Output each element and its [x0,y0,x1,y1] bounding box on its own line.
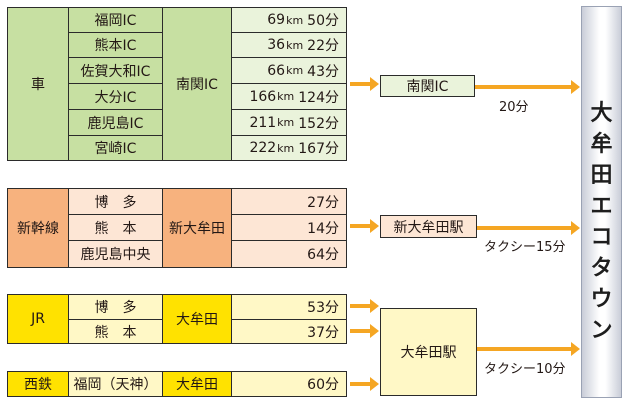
nishitetsu-mode-label: 西鉄 [7,371,69,397]
jr-arrow-hakata [350,299,379,313]
car-origin-kumamoto: 熊本IC [68,32,163,58]
jr-arrow-kumamoto [350,324,379,338]
jr-origin-hakata: 博 多 [68,294,163,320]
shinkansen-time-row: 14分 [231,214,347,241]
destination-pillar [581,6,622,398]
car-origin-saga: 佐賀大和IC [68,57,163,84]
jr-time-row: 37分 [231,319,347,344]
car-via-nankan: 南関IC [162,7,232,161]
shinkansen-time-row: 27分 [231,188,347,215]
shinkansen-time-row: 64分 [231,240,347,268]
shinkansen-arrow-to-destination [477,221,580,235]
car-origin-kagoshima: 鹿児島IC [68,109,163,136]
car-connect-time: 20分 [499,100,529,115]
jr-mode-label: JR [7,294,69,344]
nishitetsu-origin-tenjin: 福岡（天神） [68,371,163,397]
car-origin-fukuoka: 福岡IC [68,7,163,33]
shinkansen-origin-kumamoto: 熊 本 [68,214,163,241]
car-arrow-to-destination [475,80,580,94]
car-origin-oita: 大分IC [68,83,163,110]
nishitetsu-time-row: 60分 [231,371,347,397]
nankan-ic-box: 南関IC [380,75,475,97]
jr-via: 大牟田 [162,294,232,344]
shinkansen-arrow-to-station [350,219,379,233]
nishitetsu-arrow [350,377,379,391]
destination-title: 大 牟 田 エ コ タ ウ ン [590,101,613,343]
omuta-arrow-to-destination [477,342,580,356]
shinkansen-connect-time: タクシー15分 [484,240,566,255]
jr-origin-kumamoto: 熊 本 [68,319,163,344]
shinkansen-origin-kagoshima: 鹿児島中央 [68,240,163,268]
jr-time-row: 53分 [231,294,347,320]
shinkansen-mode-label: 新幹線 [7,188,69,268]
car-arrow-to-nankan [350,77,379,91]
car-origin-miyazaki: 宮崎IC [68,135,163,161]
omuta-connect-time: タクシー10分 [484,362,566,377]
nishitetsu-via: 大牟田 [162,371,232,397]
omuta-station-box: 大牟田駅 [380,308,477,396]
shin-omuta-station-box: 新大牟田駅 [380,215,477,238]
shinkansen-via: 新大牟田 [162,188,232,268]
shinkansen-origin-hakata: 博 多 [68,188,163,215]
car-mode-label: 車 [7,7,69,161]
